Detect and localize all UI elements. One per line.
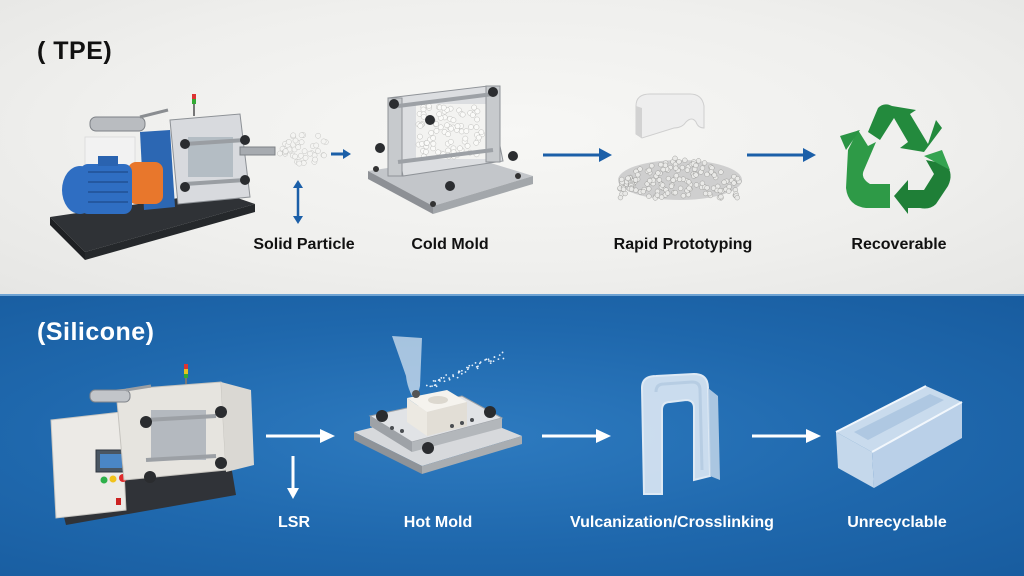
tpe-arrow-2 [541,147,613,163]
tpe-double-arrow [292,180,304,224]
lsr-injection-machine-icon [46,360,266,530]
tpe-arrow-1 [330,148,352,160]
tpe-step-1-label: Solid Particle [253,236,355,253]
hot-mold-icon [352,336,532,486]
silicone-arrow-1 [264,428,336,444]
tpe-pellets-icon [272,128,332,173]
silicone-arrow-3 [750,428,822,444]
silicone-step-3-label: Vulcanization/Crosslinking [570,514,774,531]
tpe-title: ( TPE) [37,37,113,65]
silicone-step-2-label: Hot Mold [403,514,473,531]
cold-mold-icon [368,76,538,226]
silicone-step-4-label: Unrecyclable [847,514,947,531]
silicone-down-arrow [286,456,300,500]
rapid-prototyping-icon [612,88,752,203]
tpe-injection-machine-icon [40,92,276,262]
unrecyclable-part-icon [832,376,966,492]
tpe-arrow-3 [745,147,817,163]
recycle-icon [838,100,956,215]
vulcanized-part-icon [632,370,722,498]
tpe-step-2-label: Cold Mold [411,236,489,253]
tpe-step-4-label: Recoverable [851,236,947,253]
silicone-title: (Silicone) [37,318,155,346]
silicone-arrow-2 [540,428,612,444]
silicone-step-1-label: LSR [278,514,310,531]
tpe-step-3-label: Rapid Prototyping [613,236,753,253]
